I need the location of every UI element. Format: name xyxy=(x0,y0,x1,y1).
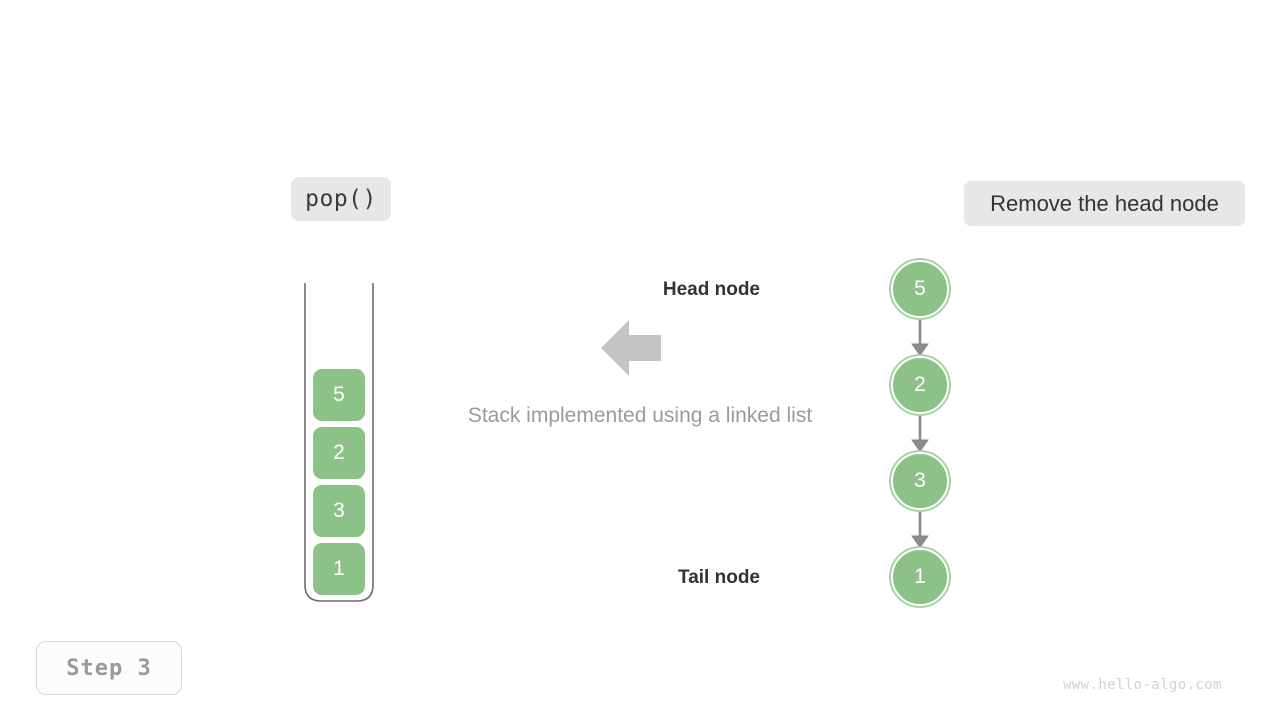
operation-badge: pop() xyxy=(291,177,391,221)
diagram-caption: Stack implemented using a linked list xyxy=(467,404,813,427)
step-badge: Step 3 xyxy=(36,641,182,695)
linked-list-node: 2 xyxy=(891,356,949,414)
stack-cell-list: 5 2 3 1 xyxy=(303,369,375,595)
linked-list-node-head: 5 xyxy=(891,260,949,318)
linked-list-edges xyxy=(910,319,930,549)
stack-cell: 5 xyxy=(313,369,365,421)
stack-cell: 3 xyxy=(313,485,365,537)
note-badge: Remove the head node xyxy=(964,181,1245,226)
stack-cell: 1 xyxy=(313,543,365,595)
stack-cell: 2 xyxy=(313,427,365,479)
linked-list-node: 3 xyxy=(891,452,949,510)
linked-list-node-tail: 1 xyxy=(891,548,949,606)
head-node-label: Head node xyxy=(662,279,760,300)
watermark: www.hello-algo.com xyxy=(1063,677,1222,693)
stack-visualization: 5 2 3 1 xyxy=(303,283,375,603)
linked-list-visualization: 5 2 3 1 Head node Tail node xyxy=(663,255,970,615)
left-arrow-icon xyxy=(601,320,661,376)
tail-node-label: Tail node xyxy=(678,567,760,588)
stack-vessel-outline xyxy=(304,283,374,602)
